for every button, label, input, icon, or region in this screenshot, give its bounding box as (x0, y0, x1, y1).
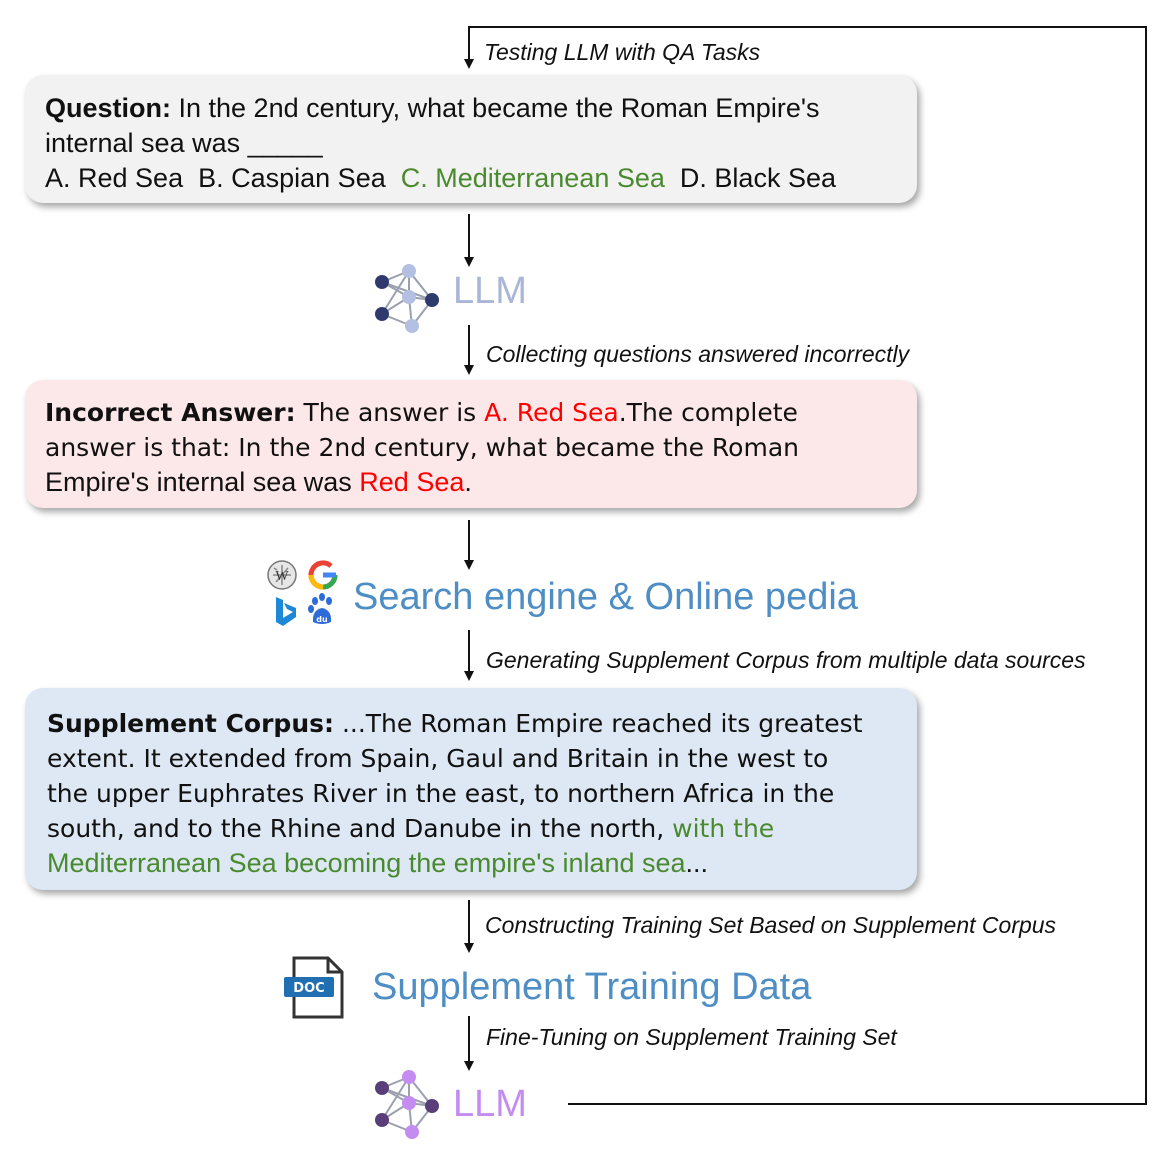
corpus-line-5: Mediterranean Sea becoming the empire's … (47, 846, 895, 881)
edge-label-testing: Testing LLM with QA Tasks (484, 39, 761, 65)
doc-glyph: DOC (293, 981, 324, 996)
corpus-text-2: extent. It extended from Spain, Gaul and… (47, 744, 829, 773)
incorrect-answer-box: Incorrect Answer: The answer is A. Red S… (25, 380, 917, 508)
svg-text:W: W (275, 569, 289, 584)
corpus-evidence-2: Mediterranean Sea becoming the empire's … (47, 848, 686, 878)
incorrect-line-3: Empire's internal sea was Red Sea. (45, 465, 897, 500)
wrong-answer-highlight-2: Red Sea (359, 467, 465, 497)
edge-label-finetuning: Fine-Tuning on Supplement Training Set (486, 1024, 897, 1050)
option-d: D. Black Sea (679, 163, 836, 193)
doc-file-icon: DOC (284, 956, 344, 1019)
edge-label-generating: Generating Supplement Corpus from multip… (486, 647, 1086, 673)
incorrect-heading: Incorrect Answer: (45, 398, 296, 427)
corpus-text-4: south, and to the Rhine and Danube in th… (47, 814, 673, 843)
corpus-text-3: the upper Euphrates River in the east, t… (47, 779, 835, 808)
baidu-glyph: du (316, 615, 328, 624)
feedback-loop-line (464, 26, 1147, 1105)
supplement-corpus-box: Supplement Corpus: ...The Roman Empire r… (25, 688, 917, 890)
corpus-heading: Supplement Corpus: (47, 709, 334, 738)
incorrect-line-1: Incorrect Answer: The answer is A. Red S… (45, 395, 897, 430)
corpus-evidence-1: with the (672, 814, 775, 843)
corpus-line-1: Supplement Corpus: ...The Roman Empire r… (47, 706, 895, 741)
option-a: A. Red Sea (45, 163, 184, 193)
neural-network-icon (375, 264, 439, 333)
bing-icon (276, 597, 296, 626)
option-c-correct: C. Mediterranean Sea (400, 163, 665, 193)
baidu-icon: du (308, 593, 332, 624)
incorrect-text-4: Empire's internal sea was (45, 467, 360, 497)
google-icon (308, 560, 338, 590)
wikipedia-icon: W (267, 560, 297, 590)
llm-top-label: LLM (453, 270, 527, 312)
training-data-label: Supplement Training Data (372, 966, 812, 1008)
incorrect-text-2: .The complete (618, 398, 798, 427)
option-b: B. Caspian Sea (198, 163, 386, 193)
question-heading: Question: (45, 93, 171, 123)
search-label: Search engine & Online pedia (353, 576, 858, 618)
question-line-1: Question: In the 2nd century, what becam… (45, 91, 897, 126)
edge-label-collecting: Collecting questions answered incorrectl… (486, 341, 910, 367)
corpus-text-5: ... (685, 848, 709, 878)
question-box: Question: In the 2nd century, what becam… (25, 75, 917, 203)
incorrect-text-5: . (464, 467, 472, 497)
corpus-text-1: ...The Roman Empire reached its greatest (334, 709, 863, 738)
incorrect-text-1: The answer is (295, 398, 485, 427)
llm-bottom-label: LLM (453, 1083, 527, 1125)
incorrect-text-3: answer is that: In the 2nd century, what… (45, 433, 799, 462)
corpus-line-4: south, and to the Rhine and Danube in th… (47, 811, 895, 846)
wrong-answer-highlight: A. Red Sea (484, 398, 619, 427)
search-engine-icons: W du (267, 560, 338, 626)
question-text-1: In the 2nd century, what became the Roma… (171, 93, 820, 123)
question-options: A. Red Sea B. Caspian Sea C. Mediterrane… (45, 161, 897, 196)
edge-label-constructing: Constructing Training Set Based on Suppl… (485, 912, 1057, 938)
neural-network-icon (375, 1070, 439, 1139)
question-text-2: internal sea was _____ (45, 128, 323, 158)
